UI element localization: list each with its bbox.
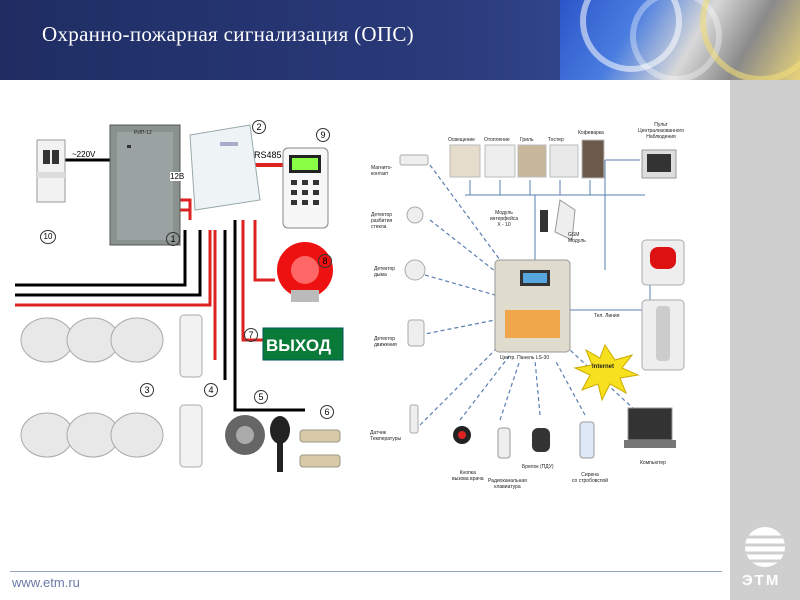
right-sidebar (730, 80, 800, 600)
footer-divider (10, 571, 722, 572)
central-panel (494, 259, 571, 353)
left-sensors (399, 154, 429, 434)
bottom-label-4: Компьютер (640, 460, 666, 466)
rs485-label: RS485 (254, 150, 282, 160)
badge-8: 8 (318, 254, 332, 268)
monitoring-pc (641, 149, 677, 179)
badge-4: 4 (204, 383, 218, 397)
siren-device (277, 242, 333, 302)
phone-device (641, 239, 685, 371)
badge-1: 1 (166, 232, 180, 246)
exit-sign (262, 327, 344, 361)
header-photo (560, 0, 800, 82)
right-network-diagram (399, 139, 685, 459)
control-panel (189, 124, 261, 211)
sensor-label-0: Магнито-контакт (371, 165, 393, 177)
central-panel-label: Центр. Панель LS-30 (500, 355, 550, 361)
motion-detectors (179, 314, 203, 468)
gsm-modules (540, 199, 576, 241)
top-device-label-2: Гриль (520, 137, 534, 143)
top-device-label-0: Освещение (448, 137, 475, 143)
badge-2: 2 (252, 120, 266, 134)
bottom-devices (453, 407, 676, 459)
left-wiring-diagram (15, 124, 344, 472)
voltage-12v-label: 12В (170, 172, 185, 181)
power-supply-panel (109, 124, 181, 246)
smoke-detectors (20, 317, 164, 458)
badge-9: 9 (316, 128, 330, 142)
etm-logo-icon (745, 527, 785, 567)
internet-burst (573, 343, 640, 402)
top-device-label-3: Тостер (548, 137, 564, 143)
badge-3: 3 (140, 383, 154, 397)
panel-model-label: РИП-12 (134, 130, 152, 136)
top-device-label-4: Кофеварка (578, 130, 604, 136)
etm-logo-text: ЭТМ (742, 572, 781, 589)
exit-sign-text: ВЫХОД (266, 336, 331, 355)
top-devices (449, 139, 605, 179)
header-bar: Охранно-пожарная сигнализация (ОПС) (0, 0, 800, 82)
badge-7: 7 (244, 328, 258, 342)
circuit-breaker (36, 139, 66, 203)
badge-6: 6 (320, 405, 334, 419)
badge-10: 10 (40, 230, 56, 244)
internet-label: Internet (592, 364, 615, 370)
voltage-label: ~220V (72, 150, 96, 159)
magnetic-contacts (299, 429, 341, 468)
tel-line-label: Тел. Линия (594, 313, 620, 319)
badge-5: 5 (254, 390, 268, 404)
footer-url[interactable]: www.etm.ru (12, 575, 80, 590)
key-reader (225, 415, 290, 472)
top-device-label-1: Отопление (484, 137, 510, 143)
central-monitoring-label: Пульт Централизованного Наблюдения (638, 122, 684, 140)
bottom-label-2: Брелок (ПДУ) (522, 464, 554, 470)
keypad-device (282, 147, 329, 229)
page-title: Охранно-пожарная сигнализация (ОПС) (42, 22, 414, 46)
